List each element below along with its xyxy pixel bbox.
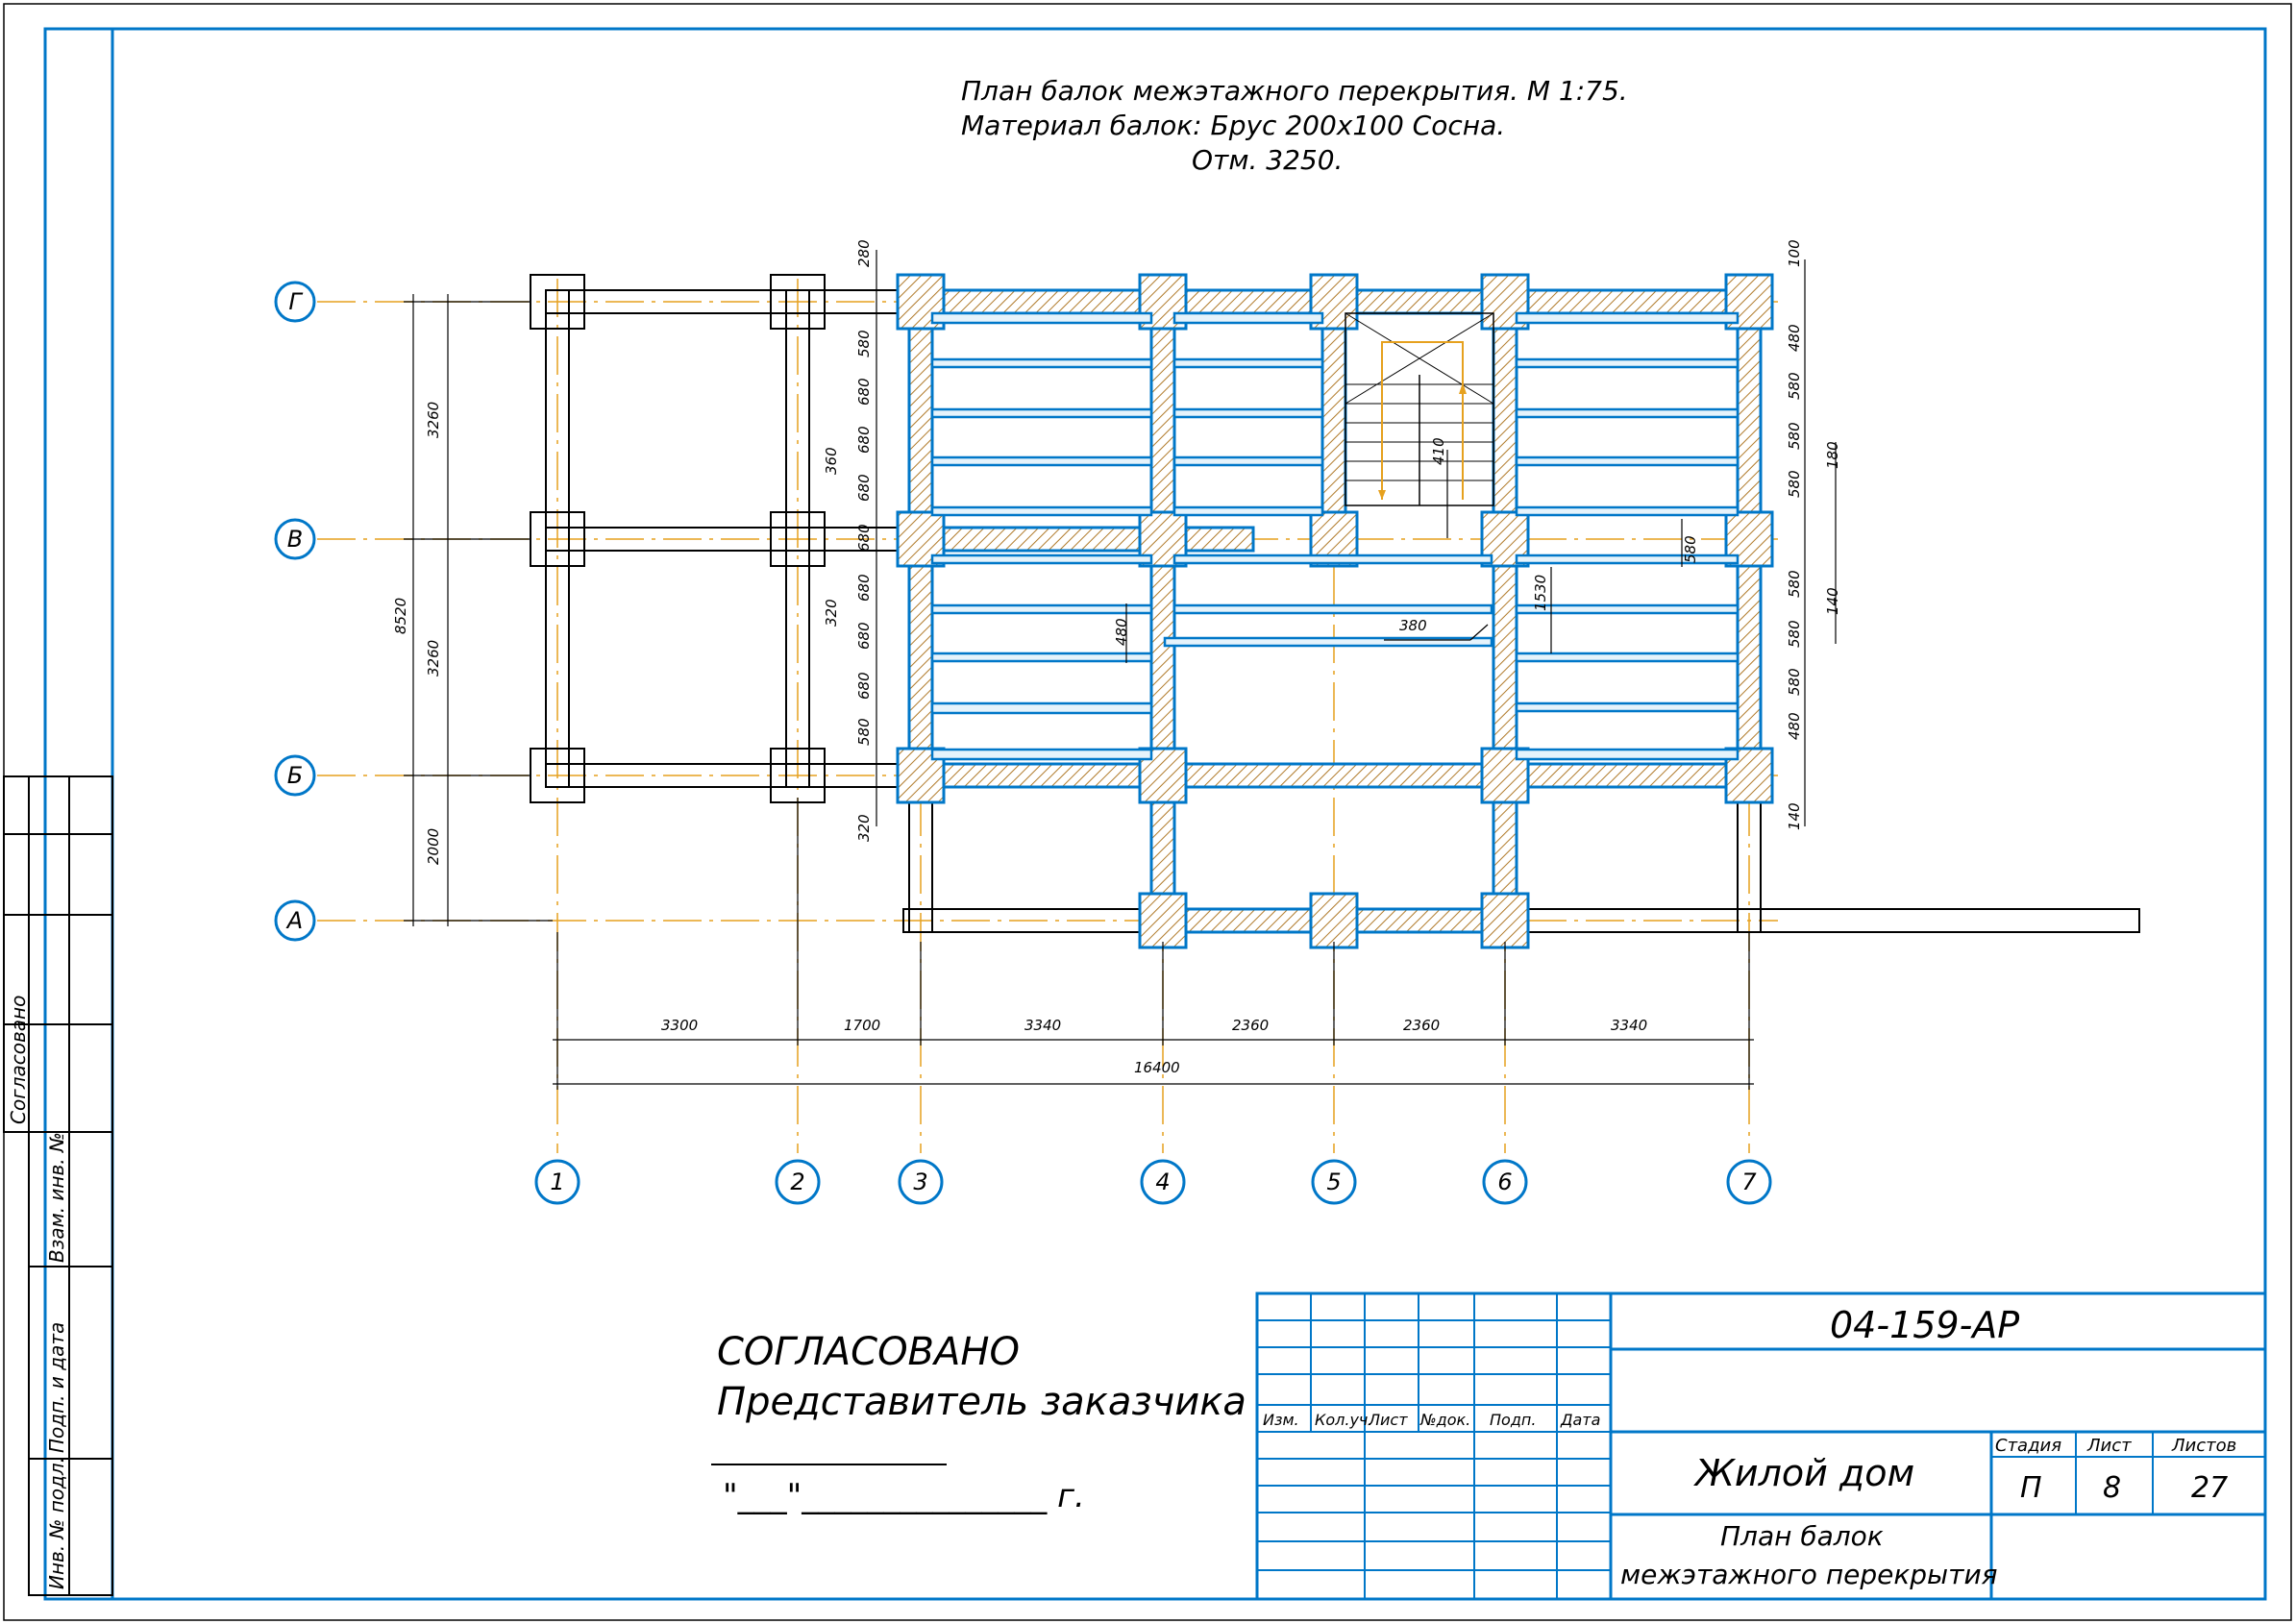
axis-marker-row-1 (274, 518, 316, 560)
dim-c3-7: 320 (823, 599, 840, 627)
dim-c3-12: 320 (855, 814, 873, 842)
dim-c3-0: 280 (855, 239, 873, 267)
dim-c3-2: 680 (855, 378, 873, 406)
tb-header-podp: Подп. (1490, 1411, 1536, 1429)
axis-label-row-2: Б (287, 762, 303, 789)
dim-c3-9: 680 (855, 622, 873, 650)
dim-r-2: 580 (1786, 372, 1803, 400)
dimension-lines (404, 250, 1837, 1090)
dim-r-7: 140 (1824, 587, 1841, 615)
object-name: Жилой дом (1693, 1452, 1914, 1494)
axis-marker-col-5 (1482, 1159, 1528, 1205)
axis-marker-col-0 (534, 1159, 580, 1205)
dim-2-3: 1700 (844, 1017, 880, 1034)
dim-r-8: 580 (1786, 620, 1803, 648)
dim-inner-410: 410 (1430, 437, 1447, 465)
dim-total: 16400 (1134, 1059, 1180, 1076)
document-code: 04-159-АР (1830, 1304, 2019, 1346)
axis-marker-col-2 (898, 1159, 944, 1205)
dim-r-10: 480 (1786, 712, 1803, 740)
tb-header-data: Дата (1560, 1411, 1600, 1429)
axis-marker-col-6 (1726, 1159, 1772, 1205)
staircase (1345, 312, 1494, 506)
sheet-value: 8 (2103, 1471, 2121, 1505)
sheet-title-line-1: План балок (1720, 1520, 1884, 1552)
dim-4-5: 2360 (1232, 1017, 1269, 1034)
title-line-3: Отм. 3250. (1192, 144, 1343, 176)
title-block (1255, 1292, 2267, 1601)
dim-1-2: 3300 (661, 1017, 698, 1034)
axis-marker-col-1 (775, 1159, 821, 1205)
dim-row-b-a: 2000 (425, 828, 442, 865)
axis-marker-row-0 (274, 281, 316, 323)
axis-label-col-3: 4 (1155, 1169, 1170, 1195)
dim-r-6: 580 (1786, 570, 1803, 598)
axis-label-col-2: 3 (913, 1169, 927, 1195)
row-axis-markers: Г В Б А (274, 281, 316, 942)
dim-row-g-v: 3260 (425, 402, 442, 438)
dim-inner-380: 380 (1399, 617, 1427, 634)
dim-c3-3: 680 (855, 426, 873, 454)
dim-r-9: 580 (1786, 668, 1803, 696)
inner-frame (111, 27, 2267, 1601)
axis-label-row-0: Г (288, 288, 303, 315)
tb-header-ndok: №док. (1419, 1411, 1470, 1429)
dim-c3-6: 680 (855, 524, 873, 552)
vzam-label: Взам. инв. № (45, 1132, 68, 1263)
outer-frame (3, 3, 2292, 1621)
dim-r-0: 100 (1786, 239, 1803, 267)
col-axis-markers: 1 2 3 4 5 6 7 (534, 1159, 1772, 1205)
sheets-label: Листов (2171, 1436, 2236, 1456)
axis-marker-col-4 (1311, 1159, 1357, 1205)
dim-r-5: 180 (1824, 441, 1841, 469)
axis-label-row-3: А (285, 907, 303, 934)
side-approval-label: Согласовано (7, 996, 30, 1124)
axis-label-col-6: 7 (1741, 1169, 1757, 1195)
axis-marker-row-3 (274, 899, 316, 942)
sheet-label: Лист (2086, 1436, 2132, 1456)
axis-marker-row-2 (274, 754, 316, 797)
left-strip (3, 775, 113, 1596)
dim-inner-480: 480 (1113, 618, 1130, 646)
dim-r-11: 140 (1786, 802, 1803, 830)
tb-header-izm: Изм. (1263, 1411, 1299, 1429)
tb-header-list: Лист (1368, 1411, 1408, 1429)
axis-label-col-4: 5 (1326, 1169, 1341, 1195)
dim-r-4: 580 (1786, 470, 1803, 498)
dim-3-4: 3340 (1024, 1017, 1061, 1034)
dim-row-v-b: 3260 (425, 640, 442, 677)
podp-label: Подп. и дата (45, 1322, 68, 1453)
sheet-title-line-2: межэтажного перекрытия (1620, 1559, 1998, 1590)
axis-label-col-0: 1 (550, 1169, 564, 1195)
axis-label-col-1: 2 (790, 1169, 804, 1195)
axis-marker-col-3 (1140, 1159, 1186, 1205)
axis-label-col-5: 6 (1497, 1169, 1512, 1195)
approval-date-line: "___"_______________ г. (723, 1477, 1085, 1515)
dim-r-3: 580 (1786, 422, 1803, 450)
dim-5-6: 2360 (1403, 1017, 1440, 1034)
dim-c3-11: 580 (855, 718, 873, 746)
stage-label: Стадия (1995, 1436, 2061, 1456)
dim-c3-4: 360 (823, 447, 840, 475)
approval-subheading: Представитель заказчика (717, 1380, 1246, 1424)
dim-r-1: 480 (1786, 324, 1803, 352)
inv-label: Инв. № подл. (45, 1457, 68, 1589)
title-line-2: Материал балок: Брус 200х100 Сосна. (961, 110, 1505, 141)
stage-value: П (2020, 1471, 2042, 1505)
dim-c3-10: 680 (855, 672, 873, 700)
sheets-value: 27 (2191, 1471, 2228, 1505)
approval-heading: СОГЛАСОВАНО (717, 1330, 1020, 1374)
axis-label-row-1: В (287, 526, 303, 553)
tb-header-kol: Кол.уч. (1315, 1411, 1372, 1429)
dim-c3-8: 680 (855, 574, 873, 602)
dim-c3-5: 680 (855, 474, 873, 502)
title-line-1: План балок межэтажного перекрытия. М 1:7… (961, 75, 1628, 107)
dim-6-7: 3340 (1611, 1017, 1647, 1034)
dim-rows-total: 8520 (392, 598, 409, 634)
beams (930, 311, 1740, 761)
dim-inner-580: 580 (1682, 535, 1699, 563)
dim-c3-1: 580 (855, 330, 873, 357)
dim-inner-1530: 1530 (1532, 575, 1549, 611)
